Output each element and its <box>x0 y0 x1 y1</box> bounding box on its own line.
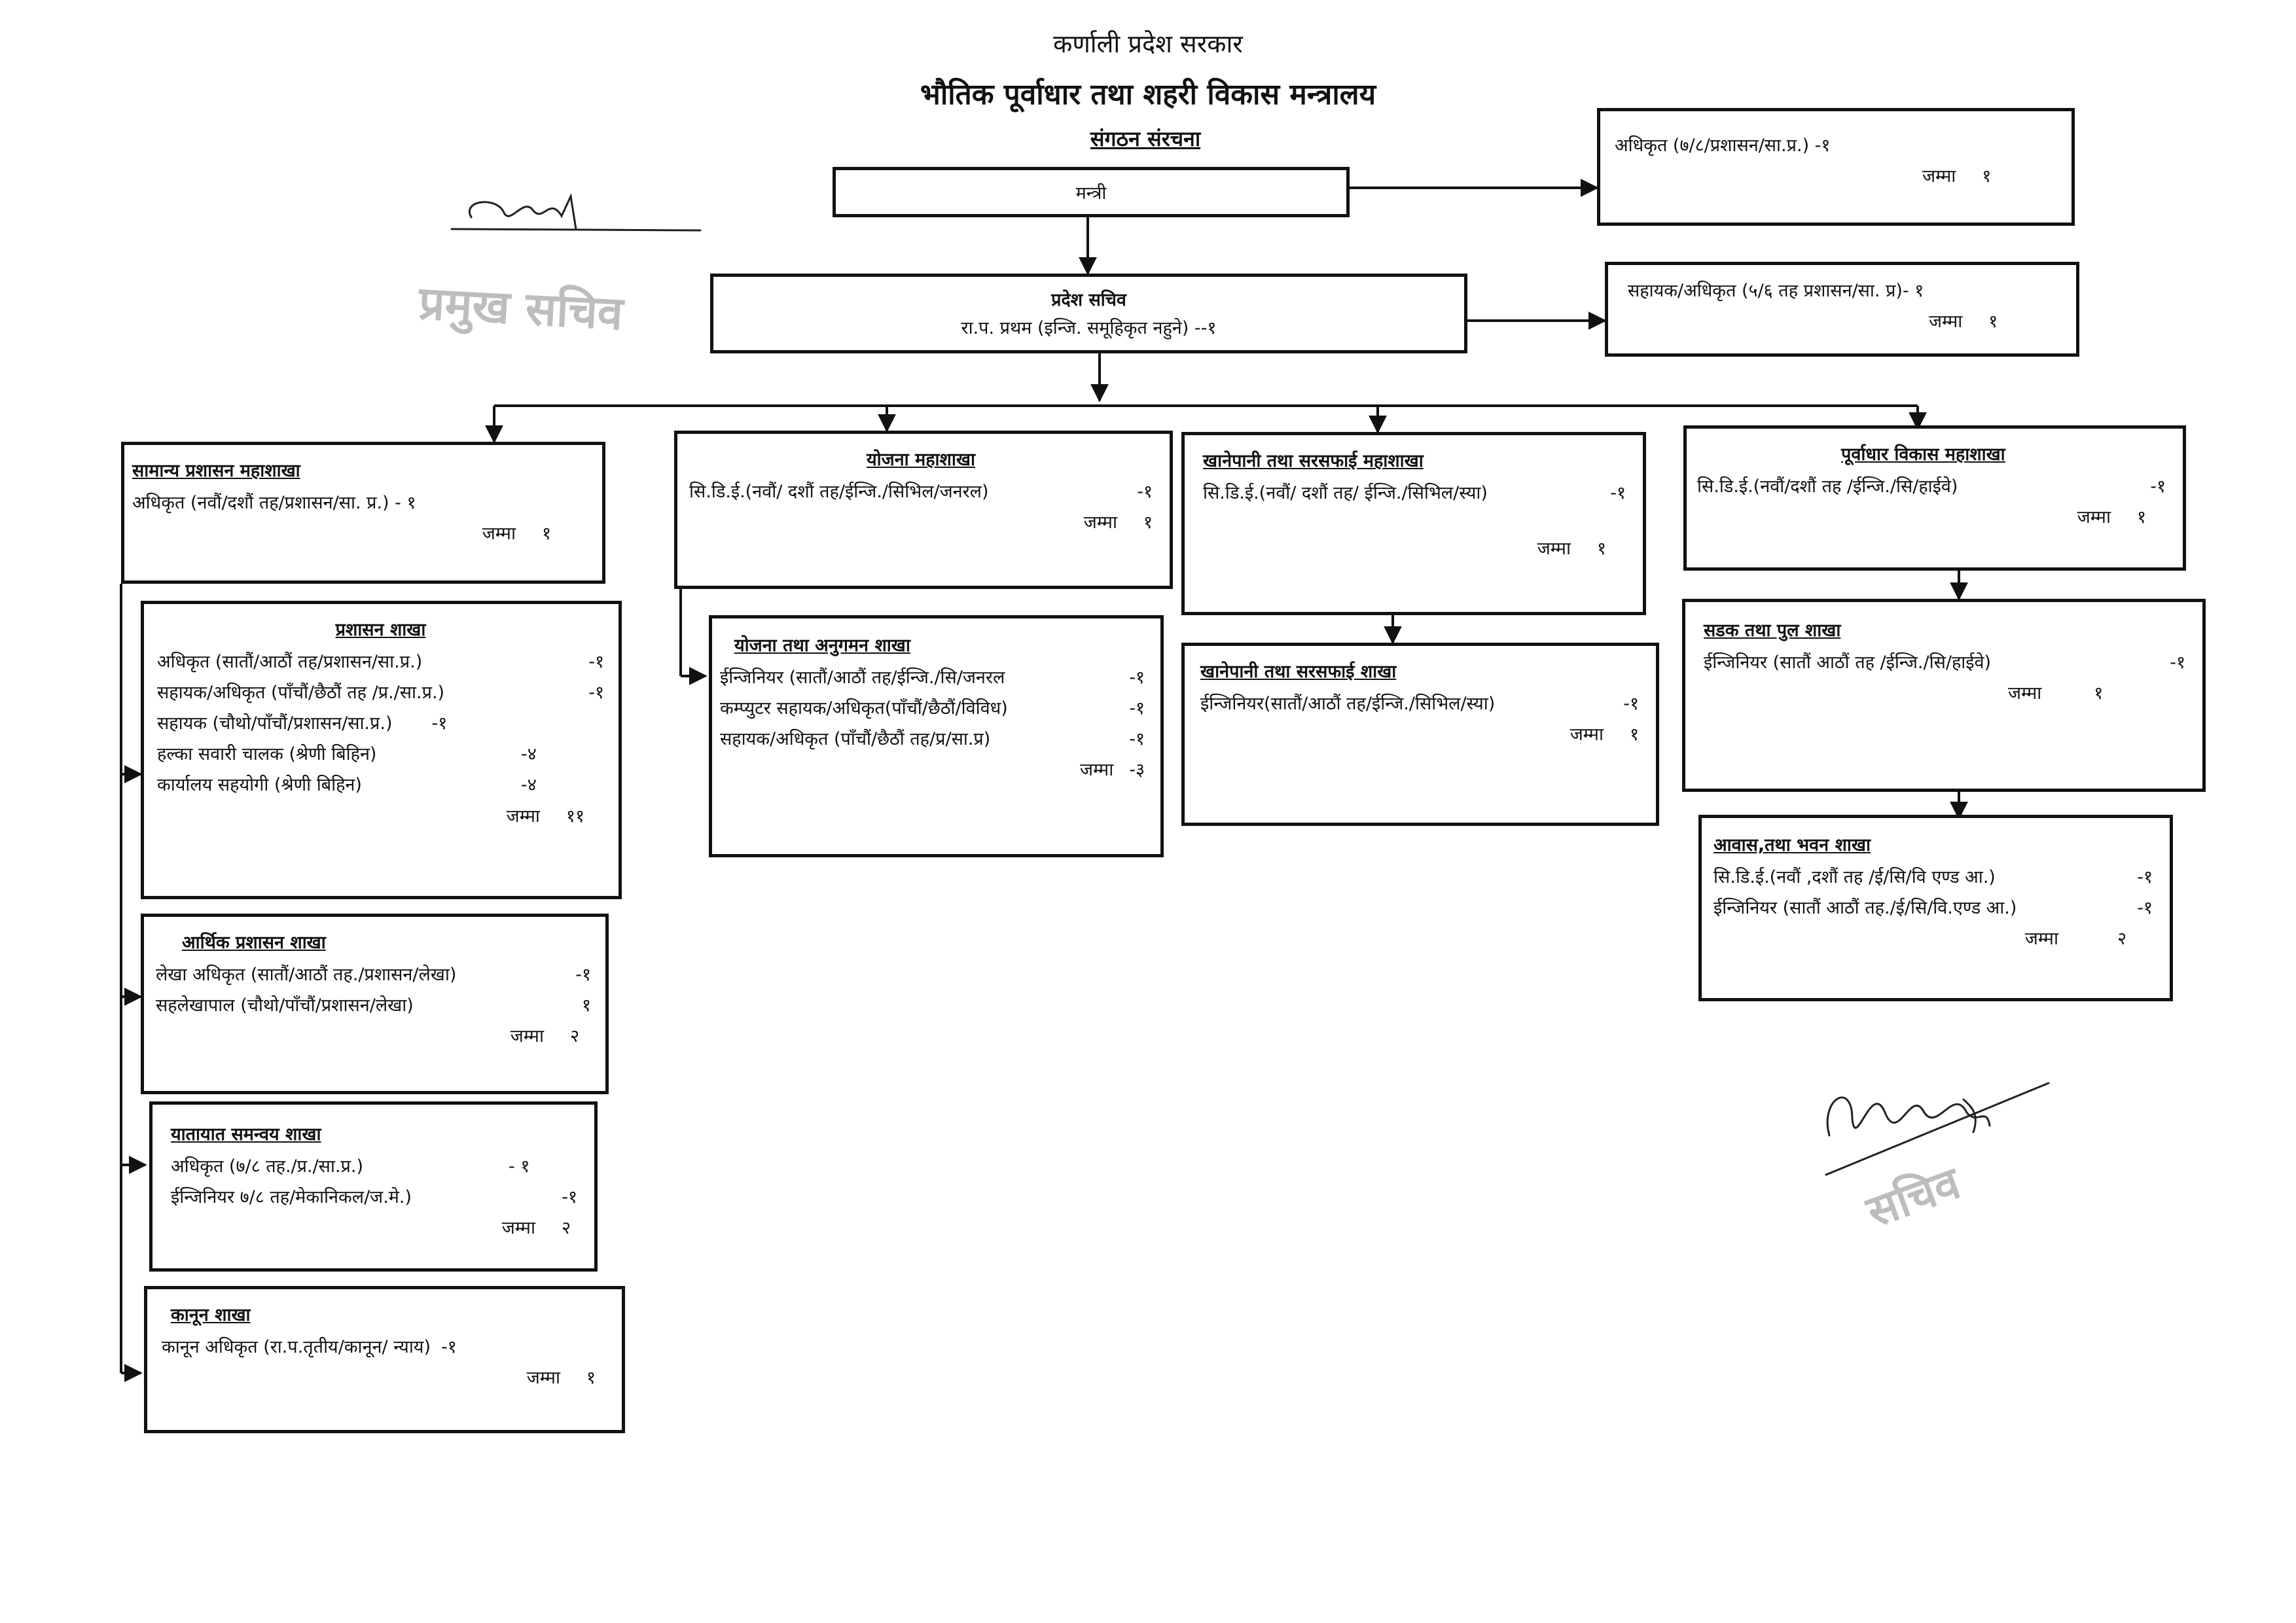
secretary-box: प्रदेश सचिव रा.प. प्रथम (इन्जि. समूहिकृत… <box>710 274 1467 353</box>
water-division: खानेपानी तथा सरसफाई महाशाखा सि.डि.ई.(नवौ… <box>1181 432 1646 615</box>
position-row: लेखा अधिकृत (सातौं/आठौं तह./प्रशासन/लेखा… <box>156 965 591 986</box>
position-row: सहायक/अधिकृत (५/६ तह प्रशासन/सा. प्र)- १ <box>1628 281 1924 301</box>
total-row: जम्मा१ <box>1929 312 1998 332</box>
general-admin-division: सामान्य प्रशासन महाशाखा अधिकृत (नवौं/दशौ… <box>121 442 605 584</box>
total-row: जम्मा१ <box>1083 512 1153 533</box>
infra-division-heading: पूर्वाधार विकास महाशाखा <box>1841 444 2005 465</box>
position-row: ईन्जिनियर ७/८ तह/मेकानिकल/ज.मे.)-१ <box>171 1187 577 1208</box>
road-section-heading: सडक तथा पुल शाखा <box>1704 620 1841 641</box>
total-row: जम्मा१ <box>482 524 551 544</box>
water-division-heading: खानेपानी तथा सरसफाई महाशाखा <box>1203 451 1424 471</box>
position-row: कानून अधिकृत (रा.प.तृतीय/कानून/ न्याय)-१ <box>162 1337 457 1358</box>
chief-secretary-stamp: प्रमुख सचिव <box>417 275 624 341</box>
total-row: जम्मा२ <box>501 1218 571 1239</box>
planning-monitoring-section: योजना तथा अनुगमन शाखा ईन्जिनियर (सातौं/आ… <box>709 615 1164 857</box>
admin-section: प्रशासन शाखा अधिकृत (सातौं/आठौं तह/प्रशा… <box>141 601 622 899</box>
planning-division-heading: योजना महाशाखा <box>867 450 975 470</box>
finance-section: आर्थिक प्रशासन शाखा लेखा अधिकृत (सातौं/आ… <box>141 914 609 1094</box>
total-row: जम्मा१ <box>1537 539 1606 560</box>
minister-label: मन्त्री <box>1075 183 1107 204</box>
position-row: सि.डि.ई.(नवौं/ दशौं तह/ईन्जि./सिभिल/जनरल… <box>689 482 1153 503</box>
transport-section-heading: यातायात समन्वय शाखा <box>171 1124 321 1145</box>
water-section: खानेपानी तथा सरसफाई शाखा ईन्जिनियर(सातौं… <box>1181 643 1659 826</box>
secretary-title: प्रदेश सचिव <box>1051 290 1126 310</box>
total-row: जम्मा१ <box>1570 724 1639 745</box>
handwritten-mark <box>450 192 702 232</box>
ministry-title: भौतिक पूर्वाधार तथा शहरी विकास मन्त्रालय <box>920 78 1376 111</box>
position-row: सहायक (चौथो/पाँचौं/प्रशासन/सा.प्र.)-१ <box>157 713 448 734</box>
position-row: ईन्जिनियर (सातौं आठौं तह./ई/सि/वि.एण्ड आ… <box>1713 898 2153 919</box>
government-title: कर्णाली प्रदेश सरकार <box>1053 29 1243 58</box>
total-row: जम्मा१ <box>526 1368 596 1389</box>
transport-section: यातायात समन्वय शाखा अधिकृत (७/८ तह./प्र.… <box>149 1101 598 1272</box>
planning-division: योजना महाशाखा सि.डि.ई.(नवौं/ दशौं तह/ईन्… <box>674 431 1173 589</box>
secretary-detail: रा.प. प्रथम (इन्जि. समूहिकृत नहुने) --१ <box>961 318 1217 339</box>
general-admin-heading: सामान्य प्रशासन महाशाखा <box>132 461 300 481</box>
total-row: जम्मा-३ <box>1079 760 1145 781</box>
position-row: सहायक/अधिकृत (पाँचौं/छैठौं तह/प्र/सा.प्र… <box>720 729 1145 750</box>
total-row: जम्मा१ <box>2077 507 2146 528</box>
minister-box: मन्त्री <box>833 167 1350 217</box>
position-row: कम्प्युटर सहायक/अधिकृत(पाँचौं/छैठौं/विवि… <box>720 698 1145 719</box>
law-section-heading: कानून शाखा <box>171 1305 251 1325</box>
minister-side-box: अधिकृत (७/८/प्रशासन/सा.प्र.) -१ जम्मा१ <box>1597 108 2075 226</box>
position-row: कार्यालय सहयोगी (श्रेणी बिहिन)-४ <box>157 775 537 796</box>
position-row: ईन्जिनियर(सातौं/आठौं तह/ईन्जि./सिभिल/स्य… <box>1200 694 1639 715</box>
admin-section-heading: प्रशासन शाखा <box>335 620 426 640</box>
position-row: सि.डि.ई.(नवौं/ दशौं तह/ ईन्जि./सिभिल/स्य… <box>1203 483 1626 504</box>
total-row: जम्मा१ <box>2008 683 2104 704</box>
position-row: सहलेखापाल (चौथो/पाँचौं/प्रशासन/लेखा)१ <box>156 995 591 1016</box>
total-row: जम्मा२ <box>2024 929 2126 950</box>
road-bridge-section: सडक तथा पुल शाखा ईन्जिनियर (सातौं आठौं त… <box>1682 599 2206 792</box>
total-row: जम्मा२ <box>510 1026 579 1047</box>
planning-section-heading: योजना तथा अनुगमन शाखा <box>734 635 910 656</box>
position-row: अधिकृत (७/८/प्रशासन/सा.प्र.) -१ <box>1615 135 1831 156</box>
infrastructure-division: पूर्वाधार विकास महाशाखा सि.डि.ई.(नवौं/दश… <box>1683 425 2186 571</box>
total-row: जम्मा१ <box>1922 166 1992 187</box>
position-row: सहायक/अधिकृत (पाँचौं/छैठौं तह /प्र./सा.प… <box>157 683 604 704</box>
position-row: सि.डि.ई.(नवौं/दशौं तह /ईन्जि./सि/हाईवे)-… <box>1697 476 2166 497</box>
total-row: जम्मा११ <box>506 806 584 827</box>
position-row: अधिकृत (नवौं/दशौं तह/प्रशासन/सा. प्र.) -… <box>132 493 416 514</box>
law-section: कानून शाखा कानून अधिकृत (रा.प.तृतीय/कानू… <box>144 1286 625 1433</box>
position-row: ईन्जिनियर (सातौं आठौं तह /ईन्जि./सि/हाईव… <box>1704 652 2185 673</box>
secretary-side-box: सहायक/अधिकृत (५/६ तह प्रशासन/सा. प्र)- १… <box>1605 262 2079 357</box>
position-row: हल्का सवारी चालक (श्रेणी बिहिन)-४ <box>157 744 537 765</box>
water-section-heading: खानेपानी तथा सरसफाई शाखा <box>1200 662 1397 682</box>
position-row: सि.डि.ई.(नवौं ,दशौं तह /ई/सि/वि एण्ड आ.)… <box>1713 867 2153 888</box>
position-row: ईन्जिनियर (सातौं/आठौं तह/ईन्जि./सि/जनरल-… <box>720 668 1145 688</box>
housing-section-heading: आवास,तथा भवन शाखा <box>1713 835 1871 855</box>
position-row: अधिकृत (सातौं/आठौं तह/प्रशासन/सा.प्र.)-१ <box>157 652 604 673</box>
finance-section-heading: आर्थिक प्रशासन शाखा <box>182 933 326 953</box>
org-structure-subtitle: संगठन संरचना <box>1090 126 1201 151</box>
position-row: अधिकृत (७/८ तह./प्र./सा.प्र.)- १ <box>171 1156 530 1177</box>
housing-building-section: आवास,तथा भवन शाखा सि.डि.ई.(नवौं ,दशौं तह… <box>1698 815 2173 1001</box>
signature <box>1825 1082 2050 1176</box>
